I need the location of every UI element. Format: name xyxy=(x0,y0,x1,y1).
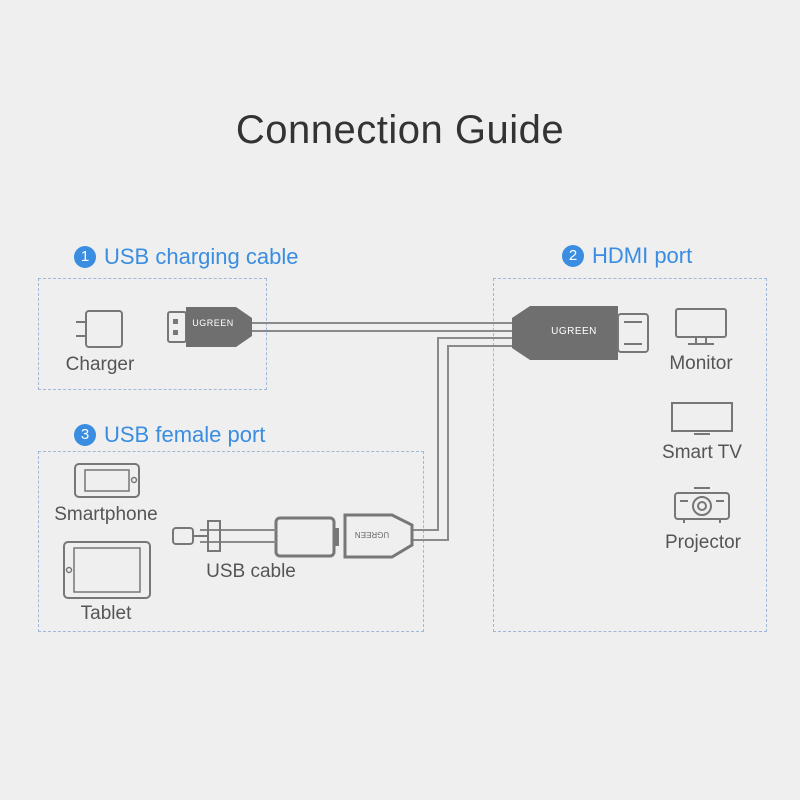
number-badge-2: 2 xyxy=(562,245,584,267)
smart-tv-label: Smart TV xyxy=(662,442,742,463)
smartphone-icon xyxy=(73,462,143,500)
usb-female-connector xyxy=(343,513,414,559)
smart-tv-icon xyxy=(670,401,736,437)
section-usb-charging-header: 1 USB charging cable xyxy=(74,244,298,270)
monitor-label: Monitor xyxy=(669,353,733,374)
usb-a-plug-charging xyxy=(167,307,252,347)
usb-female-box xyxy=(38,451,424,632)
section-hdmi-header: 2 HDMI port xyxy=(562,243,692,269)
section-hdmi-label: HDMI port xyxy=(592,243,693,268)
female-cable-line xyxy=(412,337,512,541)
hdmi-plug xyxy=(512,306,649,360)
brand-label-female: UGREEN xyxy=(354,530,390,539)
page-title: Connection Guide xyxy=(235,108,565,152)
charger-label: Charger xyxy=(65,354,135,375)
section-usb-female-label: USB female port xyxy=(104,422,266,447)
number-badge-3: 3 xyxy=(74,424,96,446)
section-usb-female-header: 3 USB female port xyxy=(74,422,265,448)
usb-a-plug-cable xyxy=(274,516,339,558)
projector-icon xyxy=(672,485,734,525)
hdmi-box xyxy=(493,278,767,632)
smartphone-label: Smartphone xyxy=(54,504,158,525)
usb-cable-label: USB cable xyxy=(206,561,296,582)
micro-usb-cable xyxy=(172,520,276,552)
brand-label-hdmi: UGREEN xyxy=(551,326,597,337)
section-usb-charging-label: USB charging cable xyxy=(104,244,299,269)
tablet-icon xyxy=(62,540,152,600)
number-badge-1: 1 xyxy=(74,246,96,268)
monitor-icon xyxy=(674,307,728,347)
charging-cable-line xyxy=(250,322,512,332)
projector-label: Projector xyxy=(664,532,742,553)
usb-charging-box xyxy=(38,278,267,390)
charger-icon xyxy=(74,310,124,350)
tablet-label: Tablet xyxy=(80,603,132,624)
brand-label-usb: UGREEN xyxy=(192,318,234,328)
